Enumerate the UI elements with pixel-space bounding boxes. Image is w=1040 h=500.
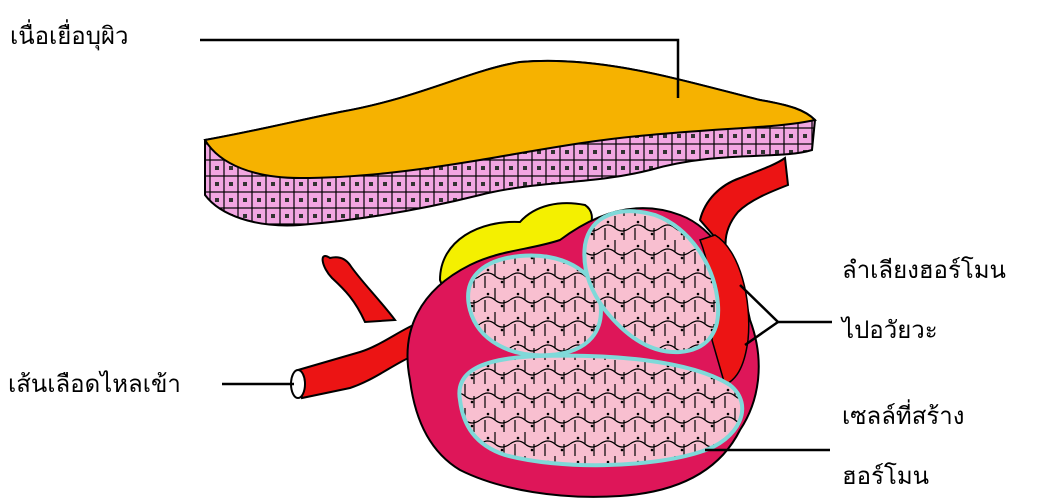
- label-hormone-transport-line1: ลำเลียงฮอร์โมน: [842, 258, 1006, 282]
- label-hormone-transport-line2: ไปอวัยวะ: [842, 318, 938, 342]
- label-epithelium: เนื่อเยื่อบุผิว: [10, 24, 128, 48]
- label-hormone-cells-line1: เซลล์ที่สร้าง: [842, 404, 964, 428]
- follicle-upper-left: [468, 255, 601, 355]
- follicle-lower: [459, 356, 742, 466]
- vessel-branch: [323, 256, 395, 322]
- label-hormone-cells-line2: ฮอร์โมน: [842, 464, 929, 488]
- label-blood-in: เส้นเลือดไหลเข้า: [8, 372, 181, 396]
